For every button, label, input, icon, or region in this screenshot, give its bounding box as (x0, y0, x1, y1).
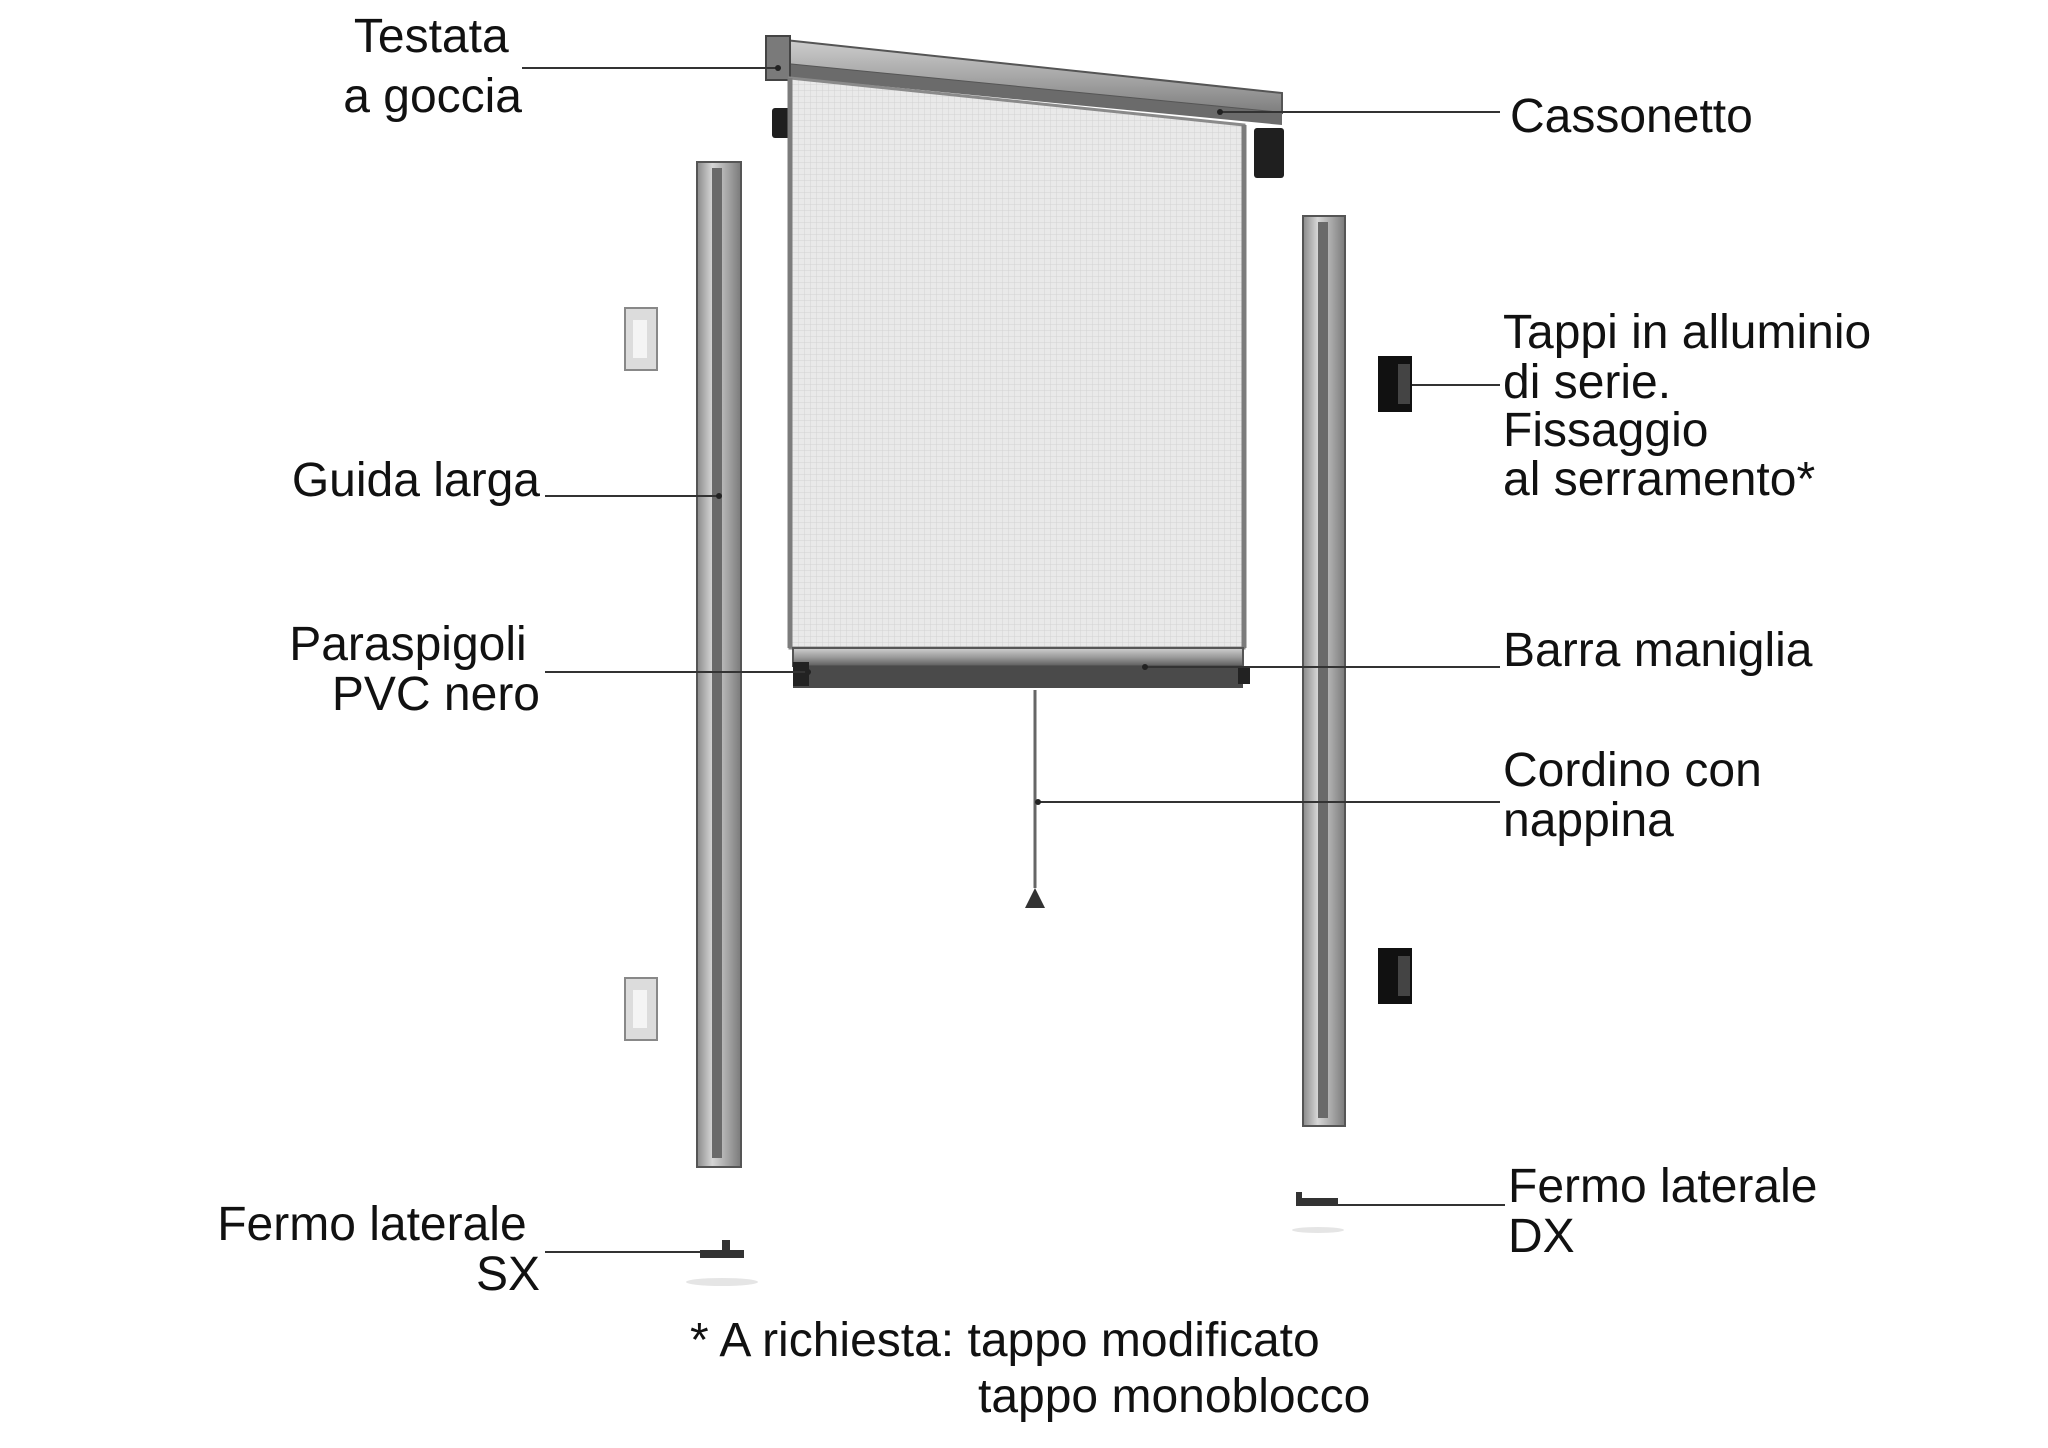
label-fermo-laterale-sx: Fermo laterale SX (217, 1198, 540, 1301)
label-cassonetto: Cassonetto (1510, 90, 1753, 143)
paraspigoli-pvc (793, 662, 809, 686)
label-barra-maniglia: Barra maniglia (1503, 624, 1813, 677)
footnote: * A richiesta: tappo modificato tappo mo… (690, 1314, 1370, 1423)
footnote-line-1: * A richiesta: tappo modificato (690, 1314, 1320, 1367)
label-tappi-alluminio: Tappi in alluminio di serie. Fissaggio a… (1503, 306, 1885, 506)
tappo-alluminio-top (1378, 356, 1412, 412)
top-right-bracket (1254, 128, 1284, 178)
cordino (1025, 690, 1045, 908)
fermo-laterale-sx (686, 1240, 758, 1286)
testata-end-cap (765, 35, 791, 81)
tappo-alluminio-bottom (1378, 948, 1412, 1004)
guida-larga-right (1302, 215, 1346, 1127)
leader-lines (522, 65, 1505, 1253)
label-guida-larga: Guida larga (292, 454, 540, 507)
label-testata-a-goccia: Testata a goccia (343, 10, 522, 123)
clip-left-bottom (624, 977, 658, 1041)
clip-left-top (624, 307, 658, 371)
label-paraspigoli: Paraspigoli PVC nero (289, 618, 540, 721)
guida-larga-left (696, 161, 742, 1168)
barra-maniglia (792, 647, 1250, 688)
label-fermo-laterale-dx: Fermo laterale DX (1508, 1160, 1831, 1263)
mosquito-mesh (787, 76, 1247, 650)
footnote-line-2: tappo monoblocco (978, 1370, 1370, 1423)
label-cordino: Cordino con nappina (1503, 744, 1775, 847)
fermo-laterale-dx (1292, 1192, 1344, 1233)
